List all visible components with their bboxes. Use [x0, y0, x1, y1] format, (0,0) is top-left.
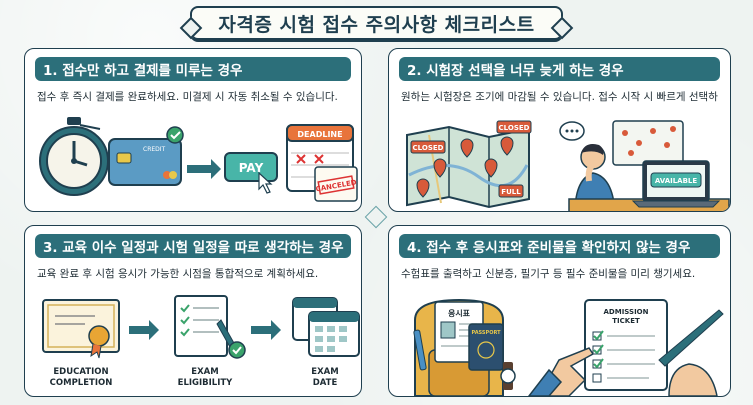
- title-banner: 자격증 시험 접수 주의사항 체크리스트: [190, 6, 563, 40]
- admission-illustration: 응시표 PASSPORT ADMISSION TICKET: [413, 298, 724, 396]
- eligibility-document-icon: [174, 295, 246, 359]
- schedule-illustration: EDUCATION COMPLETION EXAM ELIGIBILITY EX…: [42, 295, 360, 388]
- closed-label-2: CLOSED: [499, 124, 530, 132]
- deadline-calendar-icon: DEADLINE CANCELED: [286, 124, 358, 202]
- pen-icon: [413, 329, 427, 371]
- step-label-1-line2: COMPLETION: [50, 378, 113, 388]
- section-description: 원하는 시험장은 조기에 마감될 수 있습니다. 접수 시작 시 빠르게 선택하…: [401, 91, 718, 103]
- passport-icon: PASSPORT: [468, 323, 504, 371]
- arrow-icon: [187, 159, 221, 179]
- section-description: 교육 완료 후 시험 응시가 가능한 시점을 통합적으로 계획하세요.: [37, 268, 319, 280]
- section-venue: 2. 시험장 선택을 너무 늦게 하는 경우 원하는 시험장은 조기에 마감될 …: [388, 48, 731, 212]
- arrow-icon: [129, 320, 159, 340]
- step-label-3-line2: DATE: [313, 378, 338, 388]
- section-heading: 1. 접수만 하고 결제를 미루는 경우: [35, 57, 351, 81]
- section-description: 접수 후 즉시 결제를 완료하세요. 미결제 시 자동 취소될 수 있습니다.: [37, 91, 338, 103]
- payment-illustration: CREDIT PAY DEADLINE CANCELED: [39, 117, 358, 202]
- step-label-1-line1: EDUCATION: [53, 367, 108, 377]
- step-label-2-line1: EXAM: [191, 367, 218, 377]
- section-heading: 2. 시험장 선택을 너무 늦게 하는 경우: [399, 57, 720, 81]
- page-title: 자격증 시험 접수 주의사항 체크리스트: [218, 13, 535, 36]
- closed-label-1: CLOSED: [413, 144, 444, 152]
- wall-map-icon: [612, 120, 684, 166]
- credit-card-icon: CREDIT: [108, 126, 184, 186]
- card-label: CREDIT: [143, 146, 166, 153]
- laptop-icon: AVAILABLE: [631, 160, 721, 208]
- stopwatch-icon: [39, 117, 109, 196]
- step-label-3-line1: EXAM: [311, 367, 338, 377]
- step-label-2-line2: ELIGIBILITY: [178, 378, 234, 388]
- section-payment: 1. 접수만 하고 결제를 미루는 경우 접수 후 즉시 결제를 완료하세요. …: [24, 48, 362, 212]
- section-schedule: 3. 교육 이수 일정과 시험 일정을 따로 생각하는 경우 교육 완료 후 시…: [24, 225, 362, 397]
- arrow-icon: [251, 320, 281, 340]
- section-admission-ticket: 4. 접수 후 응시표와 준비물을 확인하지 않는 경우 수험표를 출력하고 신…: [388, 225, 731, 397]
- exam-ticket-label: 응시표: [448, 308, 471, 318]
- available-label: AVAILABLE: [655, 177, 698, 185]
- watch-icon: [500, 362, 516, 390]
- full-label: FULL: [501, 188, 521, 196]
- passport-label: PASSPORT: [471, 330, 501, 336]
- section-heading: 3. 교육 이수 일정과 시험 일정을 따로 생각하는 경우: [35, 234, 351, 258]
- pointing-hand-icon: [528, 347, 595, 396]
- admission-label-line2: TICKET: [612, 317, 640, 325]
- certificate-icon: [42, 299, 120, 359]
- writing-hand-icon: [658, 309, 724, 396]
- deadline-label: DEADLINE: [297, 130, 342, 139]
- map-icon: CLOSED CLOSED FULL: [406, 120, 532, 209]
- pay-label: PAY: [239, 161, 264, 175]
- admission-ticket-checklist-icon: ADMISSION TICKET: [584, 299, 668, 391]
- section-description: 수험표를 출력하고 신분증, 필기구 등 필수 준비물을 미리 챙기세요.: [401, 268, 696, 280]
- pay-button-graphic: PAY: [224, 152, 278, 194]
- calendar-icon: [292, 297, 360, 357]
- cursor-icon: [258, 171, 273, 194]
- section-heading: 4. 접수 후 응시표와 준비물을 확인하지 않는 경우: [399, 234, 720, 258]
- venue-illustration: CLOSED CLOSED FULL: [406, 120, 730, 211]
- admission-label-line1: ADMISSION: [604, 308, 649, 316]
